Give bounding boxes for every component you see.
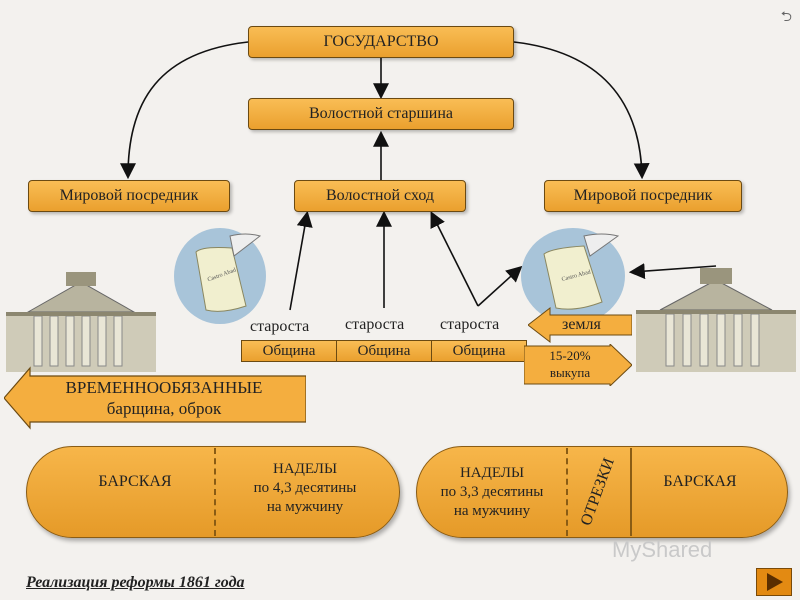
quill-icon: [229, 233, 262, 257]
land-label: земля: [562, 316, 601, 333]
scroll-icon-left: Castro Abad: [172, 222, 268, 326]
building-icon-left: [6, 272, 156, 372]
peace-mediator-left-box: Мировой посредник: [28, 180, 230, 212]
left-pill-allotments: НАДЕЛЫ по 4,3 десятины на мужчину: [253, 461, 357, 515]
volost-assembly-label: Волостной сход: [325, 187, 435, 204]
arrow-building-to-scroll: [628, 263, 717, 280]
land-arrow: земля: [527, 306, 633, 344]
community-cell-1: Община: [241, 340, 337, 362]
right-pill-allotments: НАДЕЛЫ по 3,3 десятины на мужчину: [440, 465, 544, 519]
right-pill-cuts: ОТРЕЗКИ: [577, 455, 618, 528]
arrow-state-to-right-mediator: [513, 41, 650, 180]
arrow-elder1-to-assembly: [289, 210, 313, 311]
elder-label-2: староста: [345, 316, 405, 333]
right-land-pill: [416, 446, 788, 538]
peace-mediator-right-label: Мировой посредник: [573, 187, 713, 204]
temp-obligated-arrow: ВРЕМЕННООБЯЗАННЫЕ барщина, оброк: [3, 366, 307, 430]
community-label-3: Община: [452, 342, 506, 359]
arrow-state-to-left-mediator: [120, 41, 249, 180]
left-pill-divider: [214, 448, 216, 536]
slide-title: Реализация реформы 1861 года: [26, 574, 245, 591]
community-label-1: Община: [262, 342, 316, 359]
peace-mediator-left-label: Мировой посредник: [59, 187, 199, 204]
state-label: ГОСУДАРСТВО: [323, 33, 439, 50]
arrow-elder3-to-assembly: [430, 211, 479, 307]
community-cell-3: Община: [431, 340, 527, 362]
volost-assembly-box: Волостной сход: [294, 180, 466, 212]
left-land-pill: [26, 446, 400, 538]
state-box: ГОСУДАРСТВО: [248, 26, 514, 58]
volost-elder-box: Волостной старшина: [248, 98, 514, 130]
elder-label-1: староста: [250, 318, 310, 335]
elder-label-3: староста: [440, 316, 500, 333]
scroll-icon-right: Castro Abad: [518, 222, 628, 326]
temp-obligated-title: ВРЕМЕННООБЯЗАННЫЕ: [65, 378, 263, 397]
watermark: MyShared: [612, 537, 713, 562]
redemption-label: 15-20% выкупа: [549, 348, 591, 380]
right-pill-divider: [566, 448, 568, 536]
next-slide-button[interactable]: [756, 568, 792, 596]
community-cell-2: Община: [336, 340, 432, 362]
return-arrow-icon[interactable]: ⮌: [780, 9, 792, 25]
left-pill-barskaya: БАРСКАЯ: [98, 473, 172, 490]
right-pill-barskaya: БАРСКАЯ: [663, 473, 737, 490]
right-pill-cuts-cell: ОТРЕЗКИ: [566, 446, 630, 538]
community-label-2: Община: [357, 342, 411, 359]
arrow-elder3-to-scroll: [477, 265, 523, 307]
volost-elder-label: Волостной старшина: [309, 105, 453, 122]
right-pill-divider-2: [630, 448, 632, 536]
quill-icon: [583, 233, 620, 257]
temp-obligated-sub: барщина, оброк: [106, 399, 222, 418]
peace-mediator-right-box: Мировой посредник: [544, 180, 742, 212]
next-arrow-icon: [767, 573, 783, 591]
building-icon-right: [636, 268, 796, 372]
redemption-arrow: 15-20% выкупа: [523, 342, 633, 388]
